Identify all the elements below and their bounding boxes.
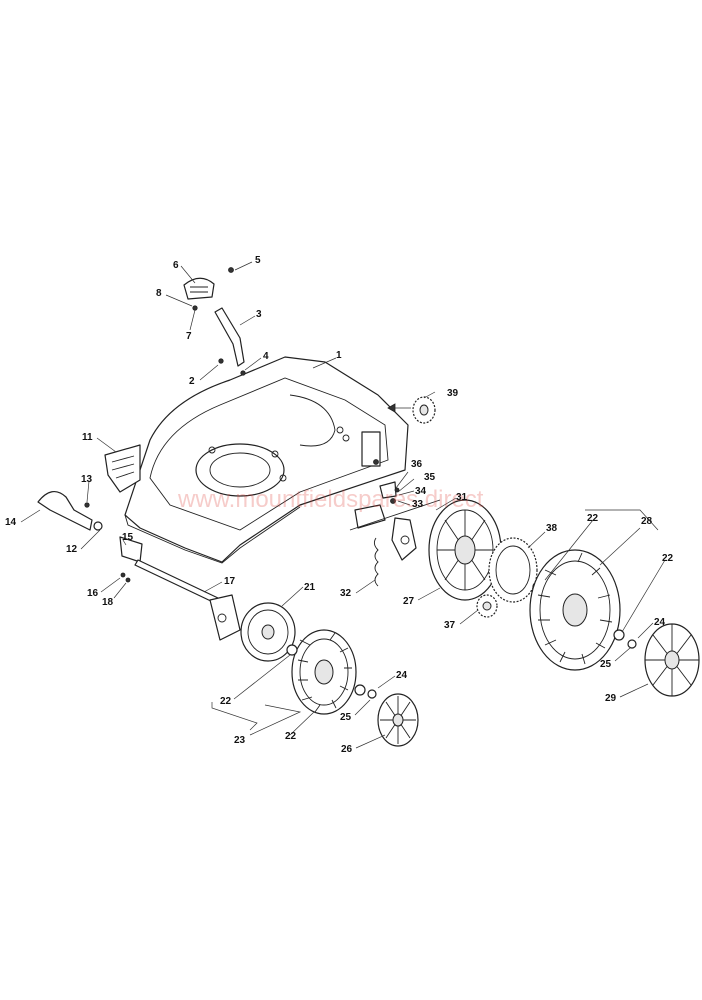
rear-axle-bracket — [349, 481, 441, 587]
callout-numbers: 1 2 3 4 5 6 7 8 11 12 13 14 15 16 17 18 … — [5, 255, 674, 755]
callout-24-front: 24 — [396, 670, 408, 681]
callout-14: 14 — [5, 517, 17, 528]
callout-22-front-right: 22 — [285, 731, 297, 742]
height-adjuster-assembly — [37, 444, 143, 583]
callout-31: 31 — [456, 492, 468, 503]
rear-wheel — [529, 549, 637, 671]
callout-29: 29 — [605, 693, 617, 704]
watermark: www.mountfieldspares.direct — [177, 486, 484, 513]
callout-5: 5 — [255, 255, 261, 266]
callout-17: 17 — [224, 576, 236, 587]
callout-23: 23 — [234, 735, 246, 746]
callout-24-rear: 24 — [654, 617, 666, 628]
callout-36: 36 — [411, 459, 423, 470]
height-lever-assembly — [183, 267, 246, 376]
callout-18: 18 — [102, 597, 114, 608]
callout-11: 11 — [82, 432, 93, 443]
callout-26: 26 — [341, 744, 353, 755]
front-wheel-bearing-plate — [240, 602, 296, 662]
rear-hub-cap — [644, 623, 700, 697]
callout-1: 1 — [336, 350, 342, 361]
pinion-gear — [476, 594, 498, 618]
callout-13: 13 — [81, 474, 93, 485]
callout-34: 34 — [415, 486, 427, 497]
callout-15: 15 — [122, 532, 134, 543]
callout-33: 33 — [412, 499, 424, 510]
callout-16: 16 — [87, 588, 99, 599]
callout-25-front: 25 — [340, 712, 352, 723]
callout-8: 8 — [156, 288, 162, 299]
callout-21: 21 — [304, 582, 316, 593]
callout-37: 37 — [444, 620, 456, 631]
callout-22-rear-right: 22 — [662, 553, 674, 564]
callout-39: 39 — [447, 388, 459, 399]
gear-ring — [488, 537, 538, 603]
callout-2: 2 — [189, 376, 195, 387]
leader-lines — [20, 261, 666, 749]
callout-35: 35 — [424, 472, 436, 483]
callout-28: 28 — [641, 516, 653, 527]
callout-6: 6 — [173, 260, 179, 271]
front-hub-cap — [377, 693, 419, 747]
callout-38: 38 — [546, 523, 558, 534]
top-pinion-gear — [387, 396, 436, 424]
callout-3: 3 — [256, 309, 262, 320]
callout-32: 32 — [340, 588, 352, 599]
callout-22-front-left: 22 — [220, 696, 232, 707]
callout-7: 7 — [186, 331, 192, 342]
callout-12: 12 — [66, 544, 78, 555]
callout-27: 27 — [403, 596, 415, 607]
callout-25-rear: 25 — [600, 659, 612, 670]
callout-22-rear-top: 22 — [587, 513, 599, 524]
drive-disc — [428, 499, 502, 601]
front-wheel — [286, 629, 377, 715]
mower-deck — [124, 356, 409, 564]
front-axle — [134, 559, 241, 641]
callout-4: 4 — [263, 351, 269, 362]
